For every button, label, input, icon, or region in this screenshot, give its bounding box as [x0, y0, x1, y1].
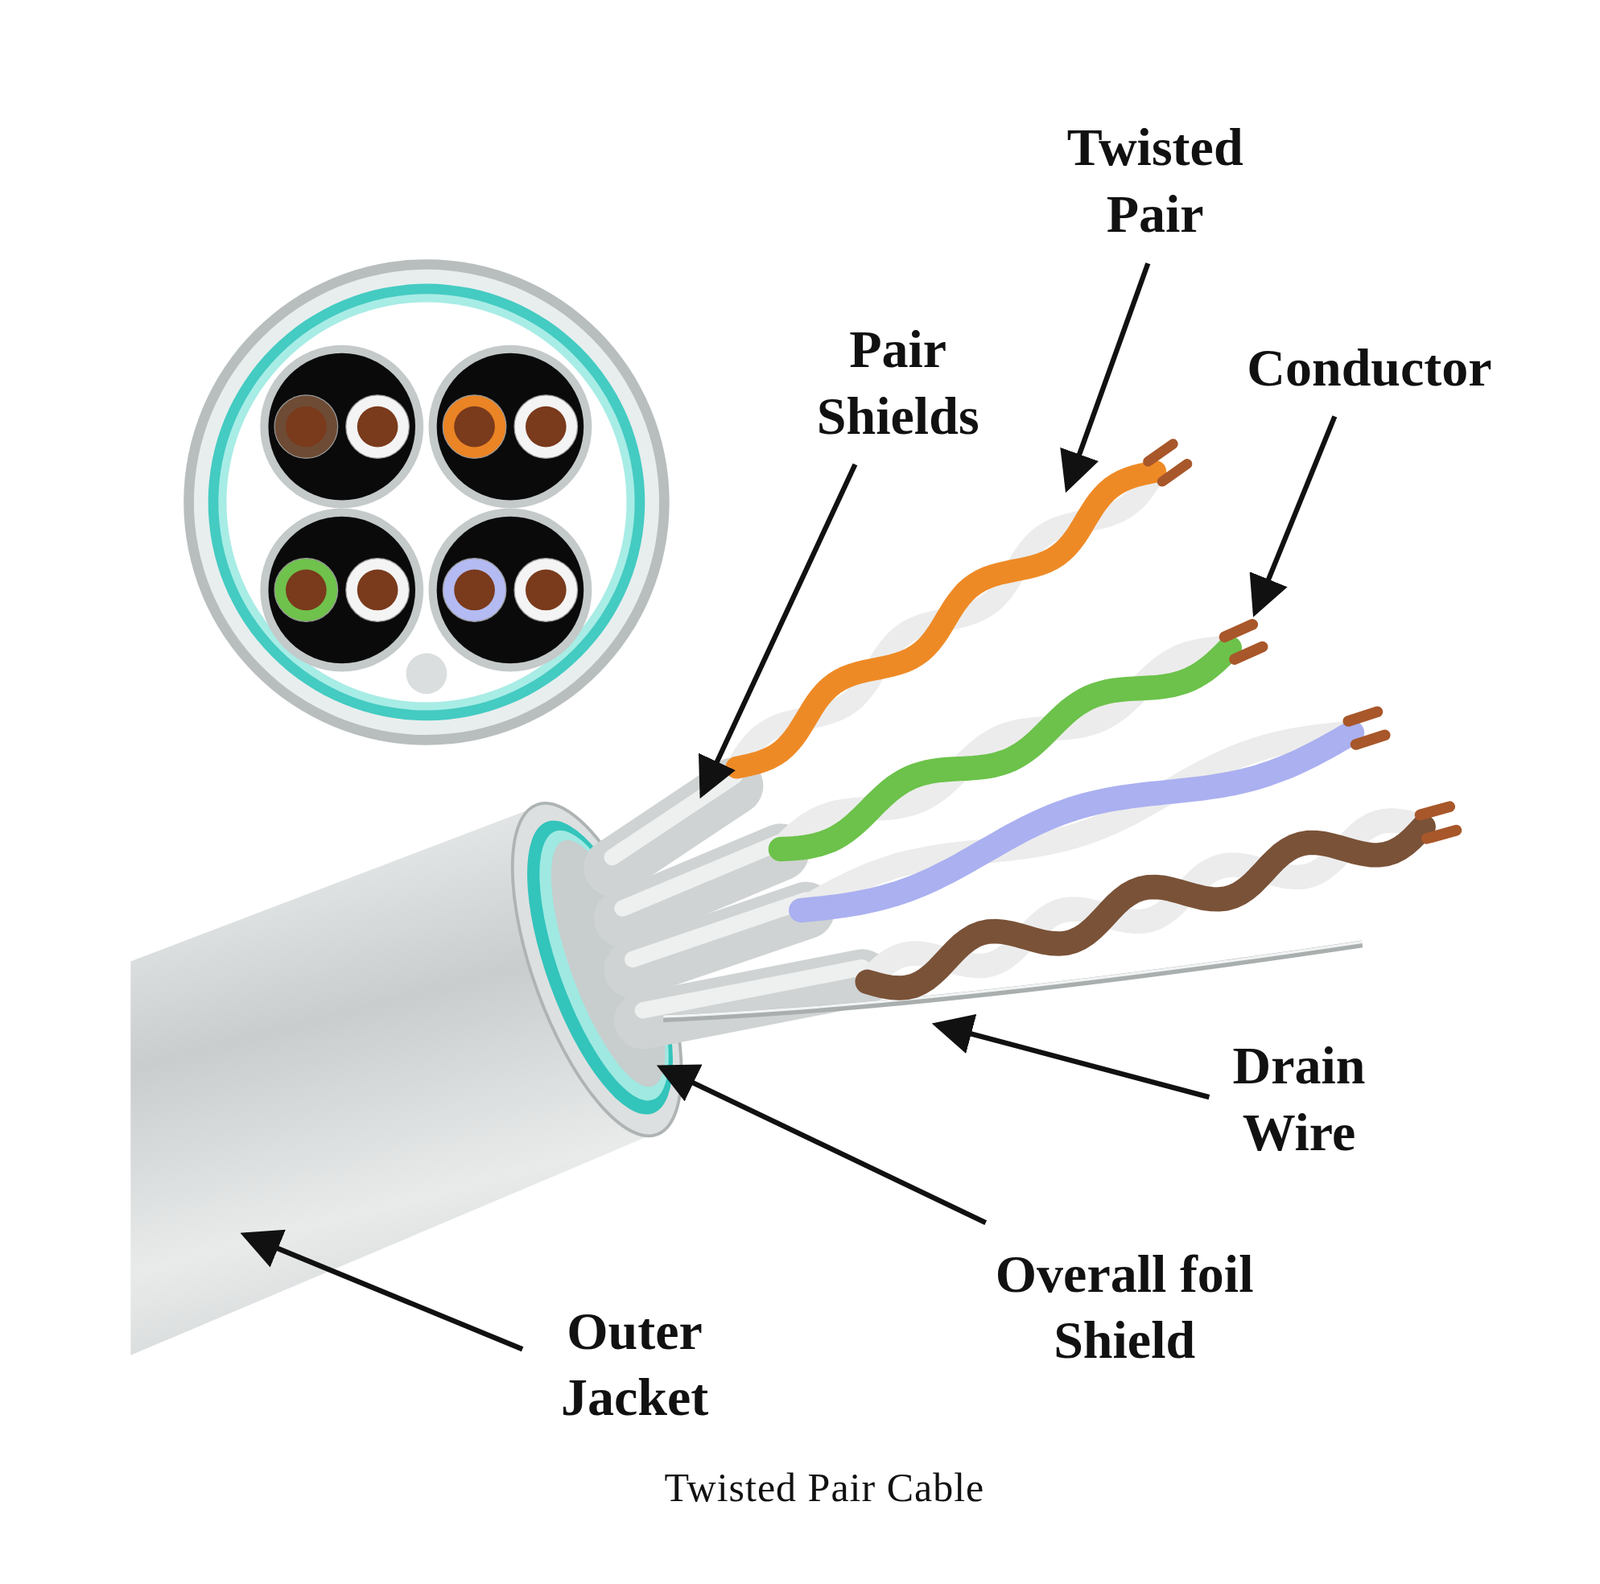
insulated-wire	[800, 732, 1353, 911]
pair-shield	[259, 345, 424, 509]
pair-shield	[428, 345, 593, 509]
conductor	[357, 569, 399, 611]
part-label: Twisted Pair	[1042, 114, 1268, 248]
conductor	[525, 569, 567, 611]
conductor	[1420, 806, 1451, 815]
insulation	[514, 395, 578, 459]
pair-shield	[612, 775, 735, 858]
insulation	[442, 395, 507, 459]
part-label: Overall foil Shield	[971, 1241, 1278, 1374]
insulation	[514, 558, 578, 623]
conductor	[1147, 444, 1173, 462]
pair-shield	[428, 508, 593, 673]
insulation	[442, 558, 507, 623]
conductor	[357, 406, 399, 448]
conductor	[1224, 624, 1254, 638]
insulation	[274, 558, 339, 623]
pair-core	[268, 516, 416, 664]
conductor	[1234, 647, 1263, 660]
pair-shield	[632, 899, 807, 960]
insulated-wire	[736, 471, 1155, 768]
part-label: Outer Jacket	[530, 1298, 740, 1431]
pair-shield	[259, 508, 424, 673]
pair-core	[437, 516, 585, 664]
insulated-wire	[800, 732, 1353, 911]
leader-lines	[244, 263, 1335, 1349]
conductor	[1426, 830, 1457, 839]
insulation	[346, 395, 410, 459]
conductor	[285, 569, 327, 611]
conductor	[1162, 463, 1188, 482]
part-label: Pair Shields	[793, 316, 1003, 450]
insulation	[346, 558, 410, 623]
conductor	[453, 569, 495, 611]
part-label: Conductor	[1246, 334, 1492, 402]
conductor	[1348, 711, 1378, 722]
conductor	[453, 406, 495, 448]
pair-core	[268, 353, 416, 501]
insulated-wire	[736, 471, 1155, 768]
conductor	[525, 406, 567, 448]
pair-shield	[643, 967, 863, 1011]
drain-wire	[406, 653, 448, 695]
conductor	[1356, 734, 1386, 745]
pair-core	[437, 353, 585, 501]
pair-shield	[632, 910, 807, 970]
cross-section	[183, 259, 670, 746]
conductor	[285, 406, 327, 448]
part-label: Drain Wire	[1210, 1032, 1388, 1166]
figure-caption: Twisted Pair Cable	[664, 1463, 986, 1512]
twisted-pairs	[612, 444, 1457, 1021]
insulation	[274, 395, 339, 459]
